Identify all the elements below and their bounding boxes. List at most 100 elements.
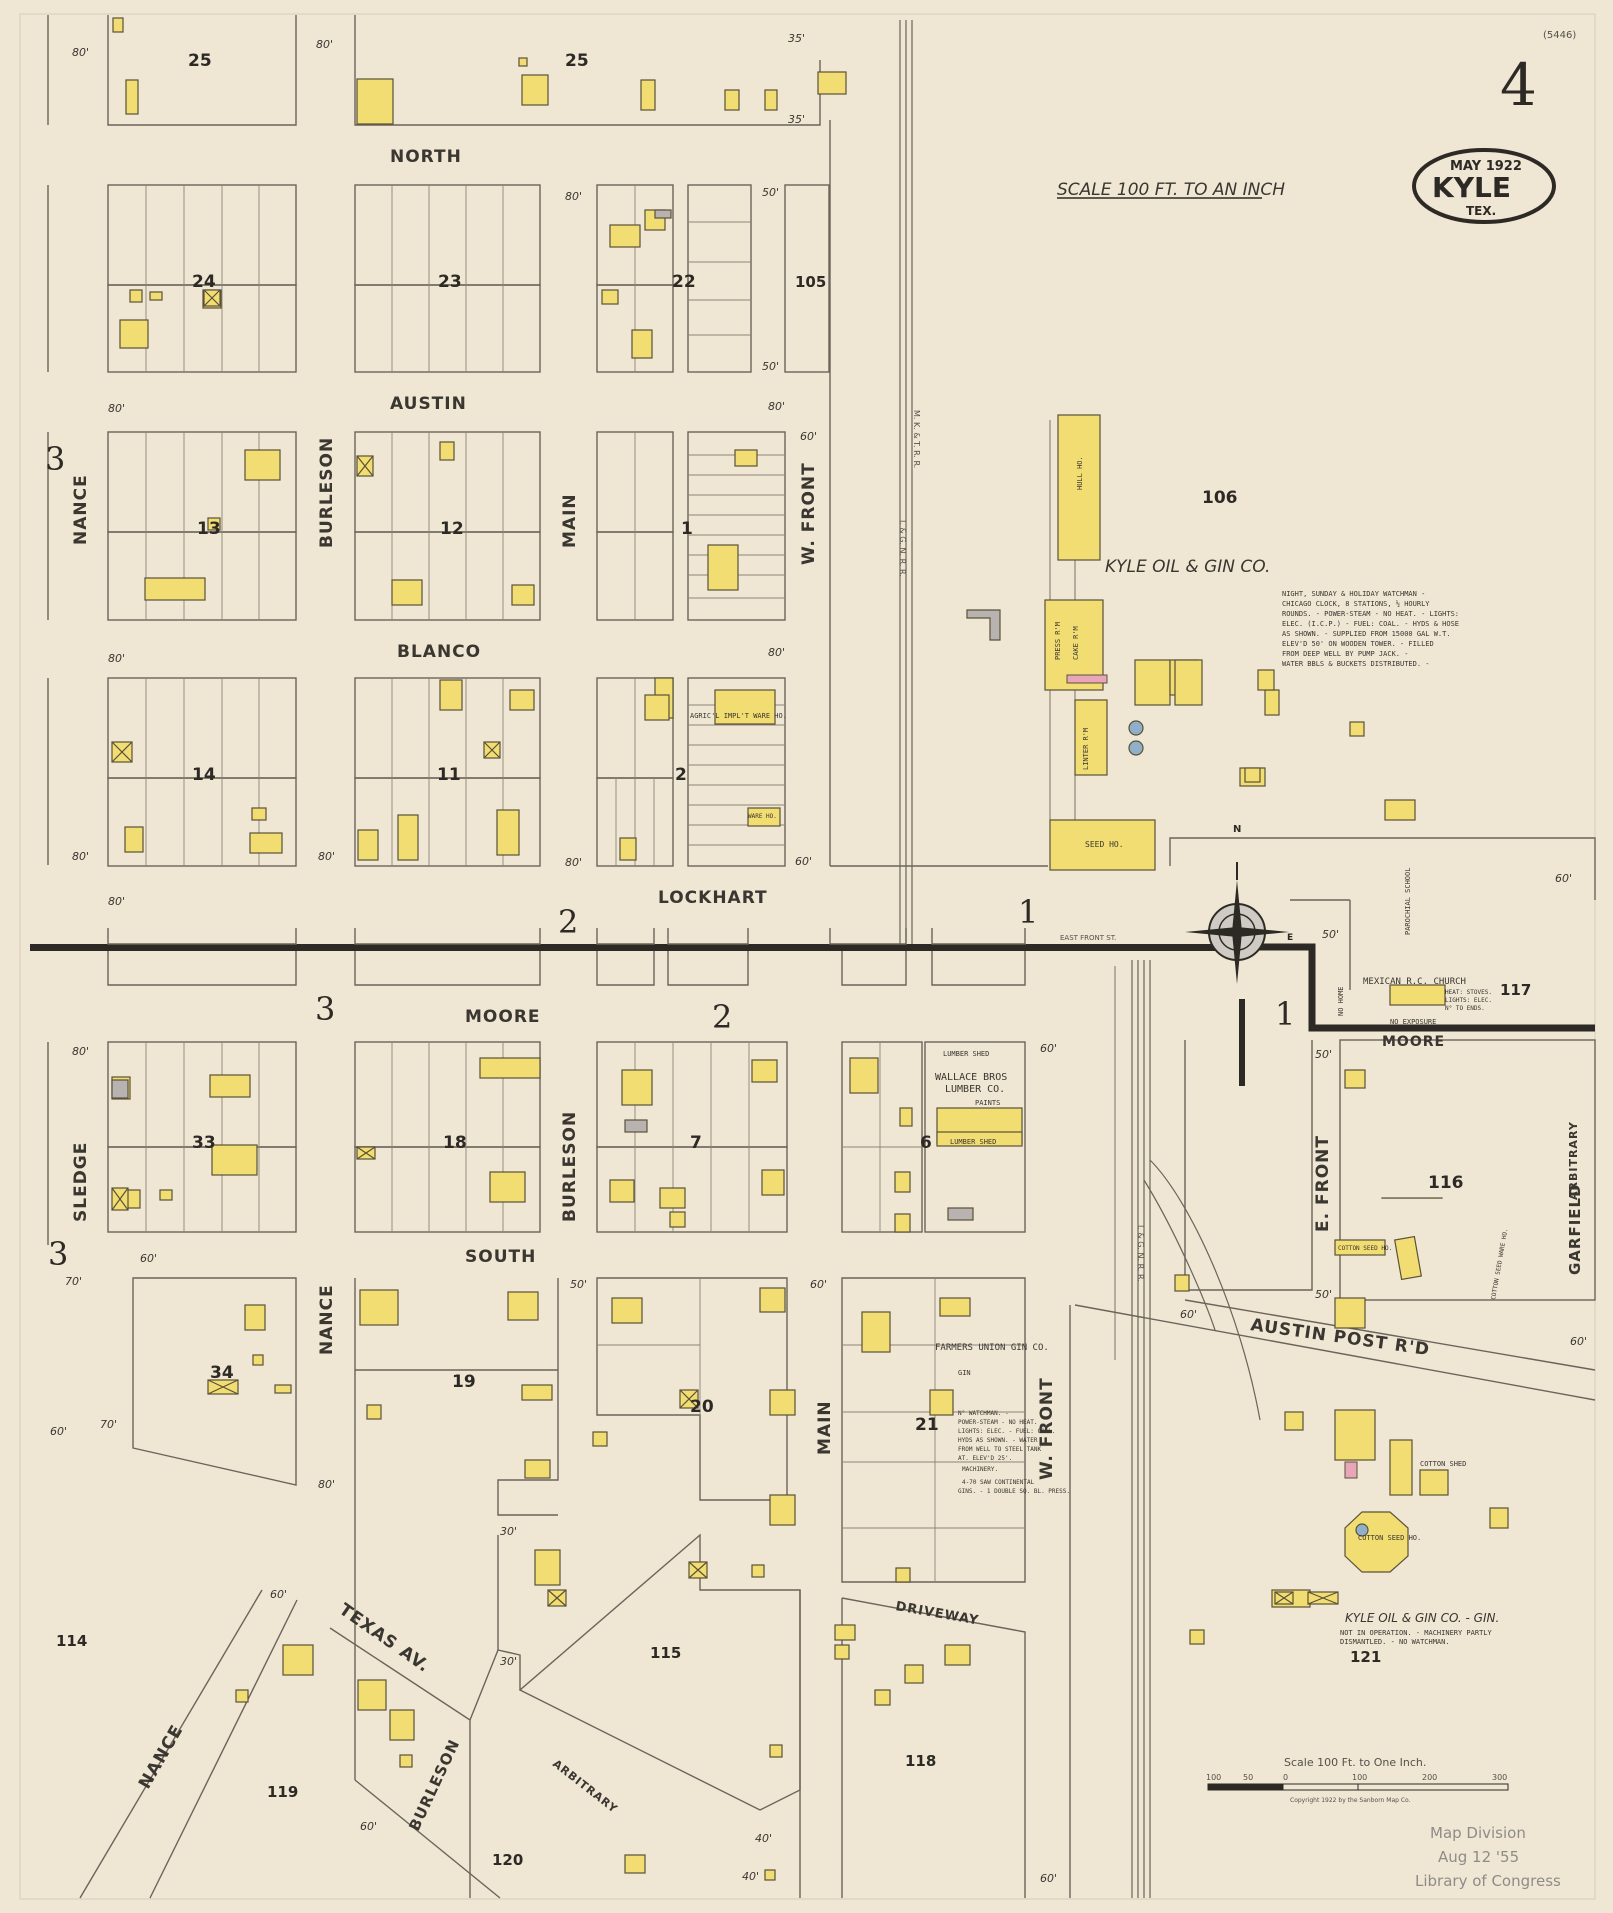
- farmers-note-4: FROM WELL TO STEEL TANK: [958, 1446, 1041, 1453]
- dim-35b: 35': [788, 113, 805, 126]
- press-rm-label: PRESS R'M: [1054, 622, 1062, 660]
- church-note-0: HEAT: STOVES.: [1445, 989, 1492, 996]
- street-burleson-top: BURLESON: [317, 437, 337, 548]
- seed-ho-label: SEED HO.: [1085, 840, 1124, 849]
- block-6: 6: [920, 1133, 932, 1153]
- block-33: 33: [192, 1133, 216, 1153]
- dim-80-4: 80': [108, 402, 125, 415]
- street-lockhart: LOCKHART: [658, 888, 768, 908]
- kyle-oil-note-2: ROUNDS. - POWER-STEAM - NO HEAT. - LIGHT…: [1282, 610, 1459, 618]
- kyle-oil-note-7: WATER BBLS & BUCKETS DISTRIBUTED. -: [1282, 660, 1430, 668]
- block-13: 13: [197, 519, 221, 539]
- scale-tick-4: 200: [1422, 1773, 1437, 1782]
- street-nance-mid: NANCE: [317, 1284, 337, 1355]
- buildings: [111, 17, 1509, 1881]
- dim-80-2: 80': [316, 38, 333, 51]
- block-25-a: 25: [188, 51, 212, 71]
- dim-80-3: 80': [565, 190, 582, 203]
- sheet-ref-2-a: 2: [558, 903, 578, 941]
- street-texas-av: TEXAS AV.: [335, 1600, 433, 1677]
- dim-80-10: 80': [565, 856, 582, 869]
- street-arbitrary: ARBITRARY: [1567, 1121, 1580, 1200]
- cotton-seed-ho-label: COTTON SEED HO.: [1358, 1534, 1421, 1542]
- dim-60l: 60': [1040, 1872, 1057, 1885]
- block-numbers: 25 25 24 23 22 105 13 12 1 106 14 11 2 3…: [56, 51, 1531, 1869]
- street-nance-top: NANCE: [71, 474, 91, 545]
- block-116: 116: [1428, 1173, 1464, 1193]
- lumber-shed-label-1: LUMBER SHED: [943, 1050, 989, 1058]
- sheet-border: [19, 13, 1596, 1900]
- main-road: [30, 928, 1595, 1032]
- kyle-gin-note-1: DISMANTLED. - NO WATCHMAN.: [1340, 1638, 1450, 1646]
- sheet-ref-3-a: 3: [45, 440, 65, 478]
- block-24: 24: [192, 272, 216, 292]
- block-18: 18: [443, 1133, 467, 1153]
- stamp-line-1: Map Division: [1430, 1824, 1526, 1842]
- dim-60i: 60': [810, 1278, 827, 1291]
- kyle-gin-label: KYLE OIL & GIN CO. - GIN.: [1345, 1611, 1499, 1625]
- wareho-label: WARE HO.: [748, 813, 777, 820]
- street-burleson-bottom: BURLESON: [405, 1736, 463, 1833]
- scale-bar: Scale 100 Ft. to One Inch. 100 50 0 100 …: [1206, 1756, 1509, 1804]
- sheet-number: 4: [1500, 51, 1537, 119]
- dim-50d: 50': [1315, 1048, 1332, 1061]
- street-railroad-3: I. & G. N. R. R.: [1136, 1225, 1145, 1282]
- block-14: 14: [192, 765, 216, 785]
- street-arbitrary-bottom: ARBITRARY: [550, 1757, 620, 1816]
- street-north: NORTH: [390, 147, 462, 167]
- street-w-front-top: W. FRONT: [799, 462, 819, 565]
- dim-60: 60': [800, 430, 817, 443]
- scale-tick-0: 100: [1206, 1773, 1221, 1782]
- kyle-oil-note-3: ELEC. (I.C.P.) - FUEL: COAL. - HYDS & HO…: [1282, 620, 1459, 628]
- title-town: KYLE: [1432, 171, 1511, 204]
- scale-tick-1: 50: [1243, 1773, 1253, 1782]
- block-34: 34: [210, 1363, 234, 1383]
- stamp-line-2: Aug 12 '55: [1438, 1848, 1519, 1866]
- dim-35: 35': [788, 32, 805, 45]
- farmers-note-8: GINS. - 1 DOUBLE SQ. BL. PRESS.: [958, 1488, 1070, 1495]
- block-outlines: [47, 15, 1048, 867]
- dim-80-11: 80': [108, 895, 125, 908]
- kyle-oil-note-5: ELEV'D 50' ON WOODEN TOWER. - FILLED: [1282, 640, 1434, 648]
- block-7: 7: [690, 1133, 702, 1153]
- mexican-church-label: MEXICAN R.C. CHURCH: [1363, 977, 1466, 987]
- kyle-oil-note-6: FROM DEEP WELL BY PUMP JACK. -: [1282, 650, 1408, 658]
- dim-60h: 60': [1570, 1335, 1587, 1348]
- street-east-front-st: EAST FRONT ST.: [1060, 934, 1116, 942]
- dim-80-13: 80': [318, 1478, 335, 1491]
- sheet-ref-3-c: 3: [48, 1235, 68, 1273]
- kyle-oil-gin-label: KYLE OIL & GIN CO.: [1105, 557, 1270, 577]
- block-11: 11: [437, 765, 461, 785]
- dim-60k: 60': [360, 1820, 377, 1833]
- block-105: 105: [795, 273, 826, 291]
- street-moore: MOORE: [465, 1007, 541, 1027]
- title-cartouche: MAY 1922 KYLE TEX.: [1412, 148, 1556, 224]
- compass-n-label: N: [1233, 824, 1241, 835]
- title-date: MAY 1922: [1450, 159, 1522, 174]
- farmers-note-5: AT. ELEV'D 25'.: [958, 1455, 1012, 1462]
- dim-80-9: 80': [318, 850, 335, 863]
- agric-impl-label: AGRIC'L IMPL'T WARE HO.: [690, 712, 787, 720]
- farmers-note-2: LIGHTS: ELEC. - FUEL: COAL.: [958, 1428, 1056, 1435]
- lumber-shed-label-2: LUMBER SHED: [950, 1138, 996, 1146]
- scale-note: SCALE 100 FT. TO AN INCH: [1057, 180, 1285, 200]
- dim-80-6: 80': [768, 400, 785, 413]
- gin-label: GIN: [958, 1369, 971, 1377]
- block-1: 1: [681, 519, 693, 539]
- kyle-oil-note-0: NIGHT, SUNDAY & HOLIDAY WATCHMAN -: [1282, 590, 1425, 598]
- farmers-note-0: N° WATCHMAN. -: [958, 1410, 1009, 1417]
- hull-ho-label: HULL HO.: [1076, 456, 1084, 490]
- block-106: 106: [1202, 488, 1238, 508]
- compass-e-label: E: [1287, 933, 1293, 943]
- block-outlines-bottom: [47, 837, 1596, 1899]
- street-railroad-2: M. K. & T. R. R.: [912, 410, 921, 468]
- dim-50e: 50': [1315, 1288, 1332, 1301]
- library-stamp: Map Division Aug 12 '55 Library of Congr…: [1415, 1824, 1561, 1890]
- block-121: 121: [1350, 1648, 1381, 1666]
- sheet-ref-2-b: 2: [712, 998, 732, 1036]
- street-e-front: E. FRONT: [1313, 1135, 1333, 1232]
- wallace-bros-label-2: LUMBER CO.: [945, 1084, 1005, 1095]
- block-118: 118: [905, 1752, 936, 1770]
- street-main-top: MAIN: [560, 493, 580, 548]
- dim-60f: 60': [1555, 872, 1572, 885]
